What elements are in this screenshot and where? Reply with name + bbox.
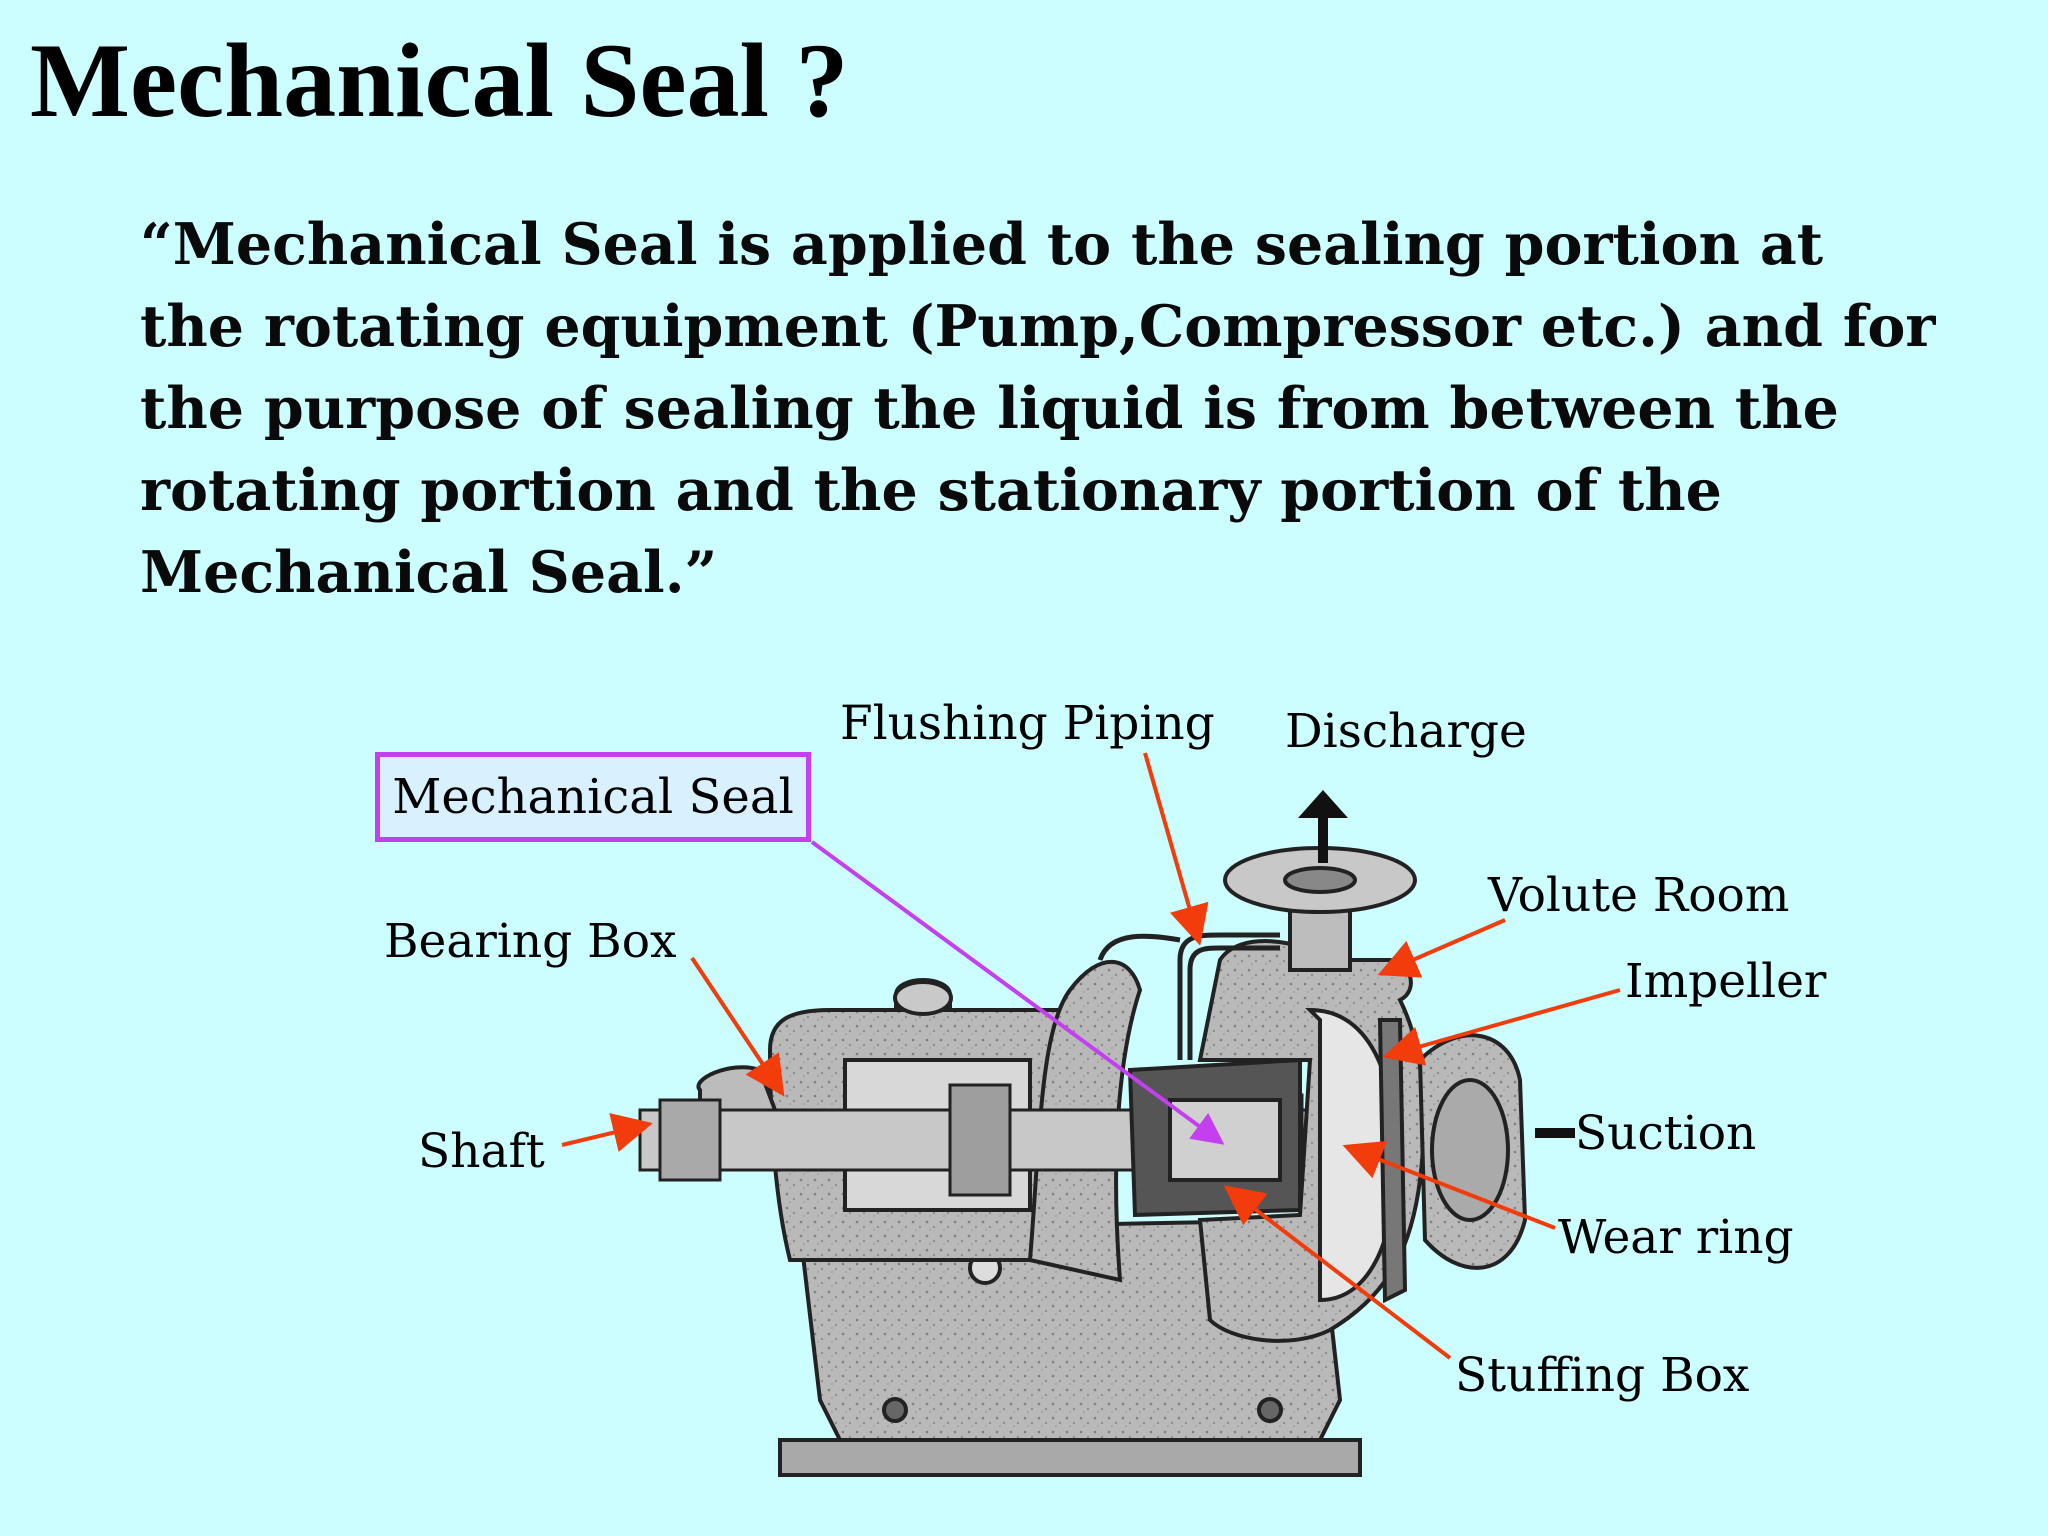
bearing-box-pointer (690, 956, 785, 1097)
impeller-label: Impeller (1625, 954, 1827, 1009)
suction-arrow (1535, 1128, 1575, 1138)
definition-text: “Mechanical Seal is applied to the seali… (140, 204, 1936, 614)
discharge-label: Discharge (1285, 704, 1527, 759)
definition-line: rotating portion and the stationary port… (140, 457, 1722, 524)
mechanical-seal-label-box: Mechanical Seal (375, 752, 811, 842)
flushing-piping-pointer (1143, 752, 1209, 946)
mechanical-seal-label: Mechanical Seal (392, 769, 794, 825)
definition-line: “Mechanical Seal is applied to the seali… (140, 211, 1824, 278)
impeller-pointer (1382, 988, 1621, 1066)
discharge-arrow (1298, 790, 1348, 863)
volute-room-pointer (1377, 918, 1506, 978)
suction-label: Suction (1575, 1106, 1757, 1161)
label-pointers (561, 752, 1621, 1360)
stuffing-box-pointer (1223, 1185, 1452, 1360)
page-title: Mechanical Seal ? (30, 22, 849, 139)
discharge-flange (1223, 846, 1417, 972)
definition-line: Mechanical Seal.” (140, 539, 718, 606)
shaft-pointer (561, 1113, 653, 1152)
mechanical-seal-pointer (810, 840, 1225, 1145)
volute-room-label: Volute Room (1488, 868, 1790, 923)
bearing-box-label: Bearing Box (384, 914, 677, 969)
flushing-piping-label: Flushing Piping (840, 696, 1215, 751)
suction-flange (1417, 1033, 1528, 1270)
definition-line: the rotating equipment (Pump,Compressor … (140, 293, 1936, 360)
wear-ring-label: Wear ring (1558, 1210, 1794, 1265)
shaft-label: Shaft (418, 1124, 545, 1179)
stuffing-box-label: Stuffing Box (1455, 1348, 1750, 1403)
wear-ring-pointer (1342, 1141, 1556, 1230)
definition-line: the purpose of sealing the liquid is fro… (140, 375, 1839, 442)
